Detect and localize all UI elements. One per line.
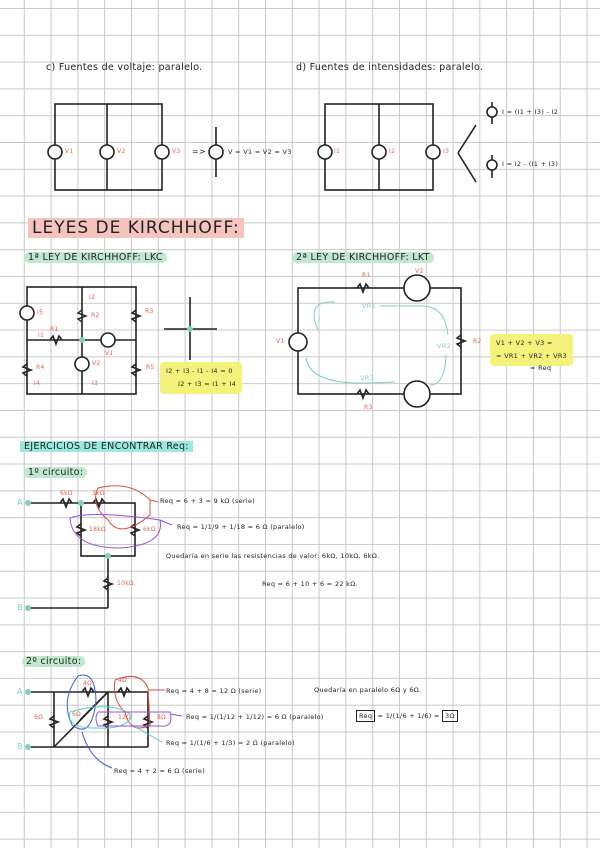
c1-step2-expr: 1/9 + 1/18 = 6 Ω (paralelo) xyxy=(207,523,305,531)
lkc-label-v2: V2 xyxy=(92,360,101,367)
lkt-label-r2: R2 xyxy=(473,338,482,345)
lkt-equation-box: V1 + V2 + V3 = = VR1 + VR2 + VR3 xyxy=(490,334,574,366)
section-d-result-up: I = (I1 + I3) - I2 xyxy=(502,108,559,116)
lkc-eq1: I2 + I3 - I1 - I4 = 0 xyxy=(166,367,233,375)
lkt-label-current: I xyxy=(318,316,321,324)
label-i3: I3 xyxy=(443,148,450,155)
c2-r-top-left: 4Ω xyxy=(83,680,93,687)
label-v3: V3 xyxy=(172,148,181,155)
c1-note: Quedaría en serie las resistencias de va… xyxy=(166,552,380,560)
lkc-label-i3: I3 xyxy=(92,380,99,387)
section-d-result-down: I = I2 - (I1 + I3) xyxy=(502,160,559,168)
lkt-label-v1: V1 xyxy=(276,338,285,345)
lkc-label-i1: I1 xyxy=(38,332,45,339)
lkt-eq2: = VR1 + VR2 + VR3 xyxy=(496,352,568,360)
lkc-eq2: I2 + I3 = I1 + I4 xyxy=(178,380,237,388)
circuit-current-parallel xyxy=(317,102,498,191)
lkt-label-v2: V2 xyxy=(415,268,424,275)
lkt-label-vr1: VR1 xyxy=(362,302,376,310)
c2-final-value: 3Ω xyxy=(442,710,458,722)
circuit-exercise-2 xyxy=(28,686,155,748)
section-d-title: d) Fuentes de intensidades: paralelo. xyxy=(296,62,484,73)
lkc-label-v1: V1 xyxy=(105,350,114,357)
circuit1-title: 1º circuito: xyxy=(24,467,88,478)
c1-final: Req = 6 + 10 + 6 = 22 kΩ. xyxy=(262,580,358,588)
lkc-label-i2: I2 xyxy=(89,294,96,301)
c1-r-6k: 6kΩ xyxy=(60,490,73,497)
label-i1: I1 xyxy=(334,148,341,155)
c2-final-expr: = 1/(1/6 + 1/6) = xyxy=(377,712,440,720)
lkt-label-r1: R1 xyxy=(362,272,371,279)
c2-r-top-right: 4Ω xyxy=(118,677,128,684)
lkc-label-r4: R4 xyxy=(36,364,45,371)
c2-note: Quedaría en paralelo 6Ω y 6Ω. xyxy=(314,686,422,694)
circuit-voltage-parallel xyxy=(47,103,224,191)
circuit-lkt xyxy=(288,274,468,408)
c2-node-a: A xyxy=(17,687,23,696)
exercises-title: EJERCICIOS DE ENCONTRAR Req: xyxy=(20,441,193,452)
c1-r-3k: 3kΩ xyxy=(92,490,105,497)
label-v2: V2 xyxy=(117,148,126,155)
c1-node-b: B xyxy=(17,603,23,612)
c1-r-10k: 10kΩ xyxy=(117,580,134,587)
c1-r-6k-b: 6kΩ xyxy=(143,526,156,533)
c2-final-label: Req xyxy=(356,710,376,722)
lkt-eq3: = Req xyxy=(530,364,552,372)
c1-step1: Req = 6 + 3 = 9 kΩ (serie) xyxy=(160,497,256,505)
label-v1: V1 xyxy=(65,148,74,155)
c1-step2: Req = 1/1/9 + 1/18 = 6 Ω (paralelo) xyxy=(177,523,305,531)
section-c-title: c) Fuentes de voltaje: paralelo. xyxy=(46,62,203,73)
lkc-label-i5: I5 xyxy=(37,309,44,316)
c2-r-middle: 12Ω xyxy=(118,714,132,721)
lkc-label-r1: R1 xyxy=(50,326,59,333)
c1-r-18k: 18kΩ xyxy=(89,526,106,533)
lkt-label-vr2: VR2 xyxy=(437,342,451,350)
lkt-label-vr3: VR3 xyxy=(360,374,374,382)
kirchhoff-title: LEYES DE KIRCHHOFF: xyxy=(28,218,244,238)
c2-step3: Req = 1/(1/6 + 1/3) = 2 Ω (paralelo) xyxy=(166,739,295,747)
c2-r-diag: 6Ω xyxy=(72,711,82,718)
label-i2: I2 xyxy=(389,148,396,155)
lkc-equation-box: I2 + I3 - I1 - I4 = 0 I2 + I3 = I1 + I4 xyxy=(160,362,243,394)
lkc-label-r3: R3 xyxy=(145,308,154,315)
lkc-title: 1ª LEY DE KIRCHHOFF: LKC xyxy=(24,252,167,263)
c1-step2-prefix: Req = 1/ xyxy=(177,523,208,531)
circuit-lkc xyxy=(19,286,217,395)
arrow: => xyxy=(192,147,207,156)
circuit2-title: 2º circuito: xyxy=(22,656,86,667)
c2-step1: Req = 4 + 8 = 12 Ω (serie) xyxy=(166,687,262,695)
lkc-label-i4: I4 xyxy=(34,380,41,387)
lkc-label-r5: R5 xyxy=(146,364,155,371)
lkt-eq1: V1 + V2 + V3 = xyxy=(496,339,553,347)
c2-r-left: 6Ω xyxy=(34,714,44,721)
c2-step2: Req = 1/(1/12 + 1/12) = 6 Ω (paralelo) xyxy=(186,713,324,721)
c2-node-b: B xyxy=(17,742,23,751)
lkt-label-r3: R3 xyxy=(364,404,373,411)
c1-node-a: A xyxy=(17,498,23,507)
section-c-result: V = V1 = V2 = V3 xyxy=(228,148,292,156)
lkt-title: 2ª LEY DE KIRCHHOFF: LKT xyxy=(292,252,434,263)
c2-r-right: 8Ω xyxy=(157,714,167,721)
lkc-label-r2: R2 xyxy=(91,312,100,319)
c2-final: Req = 1/(1/6 + 1/6) = 3Ω xyxy=(356,710,458,722)
c2-step4: Req = 4 + 2 = 6 Ω (serie) xyxy=(114,767,206,775)
